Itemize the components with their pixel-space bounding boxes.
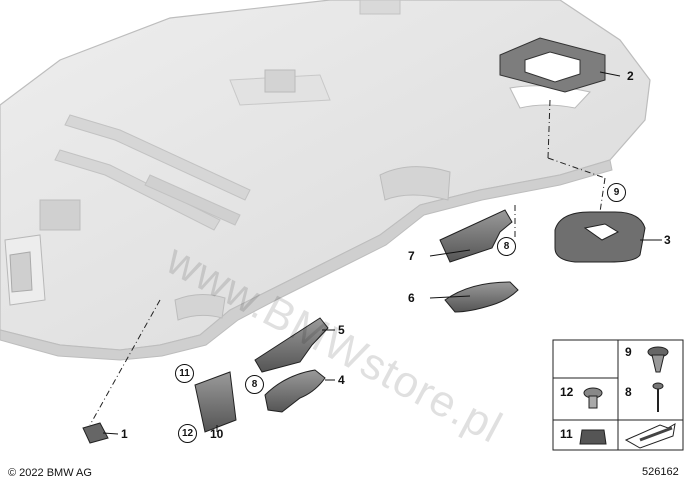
diagram-number: 526162 — [642, 466, 679, 478]
circled-callout-8-upper: 8 — [497, 237, 516, 256]
clip-part-9-icon — [647, 346, 669, 373]
circled-callout-12: 12 — [178, 424, 197, 443]
cover-part-10 — [194, 371, 237, 433]
copyright: © 2022 BMW AG — [8, 467, 92, 479]
bracket-part-5 — [254, 317, 329, 373]
handle-part-4 — [264, 369, 326, 413]
bracket-part-7 — [439, 209, 513, 263]
callout-6: 6 — [408, 291, 415, 305]
circled-callout-8-lower: 8 — [245, 375, 264, 394]
callout-10: 10 — [210, 427, 224, 441]
callout-2: 2 — [627, 69, 634, 83]
frame-part-2 — [499, 37, 606, 93]
callout-4: 4 — [338, 373, 345, 387]
callout-3: 3 — [664, 233, 671, 247]
callout-7: 7 — [408, 249, 415, 263]
bezel-part-3 — [554, 211, 646, 263]
lamp-part-1 — [82, 422, 109, 444]
legend-label-9: 9 — [625, 345, 632, 359]
nut-part-11-icon — [579, 429, 607, 445]
callout-5: 5 — [338, 323, 345, 337]
legend-label-11: 11 — [560, 427, 573, 441]
arrow-icon — [624, 423, 676, 449]
screw-part-12-icon — [583, 387, 603, 409]
circled-callout-11: 11 — [175, 364, 194, 383]
clip-part-8-icon — [652, 382, 664, 412]
circled-callout-9: 9 — [607, 183, 626, 202]
callout-1: 1 — [121, 427, 128, 441]
legend-label-8: 8 — [625, 385, 632, 399]
handle-part-6 — [444, 281, 519, 313]
legend-label-12: 12 — [560, 385, 574, 399]
